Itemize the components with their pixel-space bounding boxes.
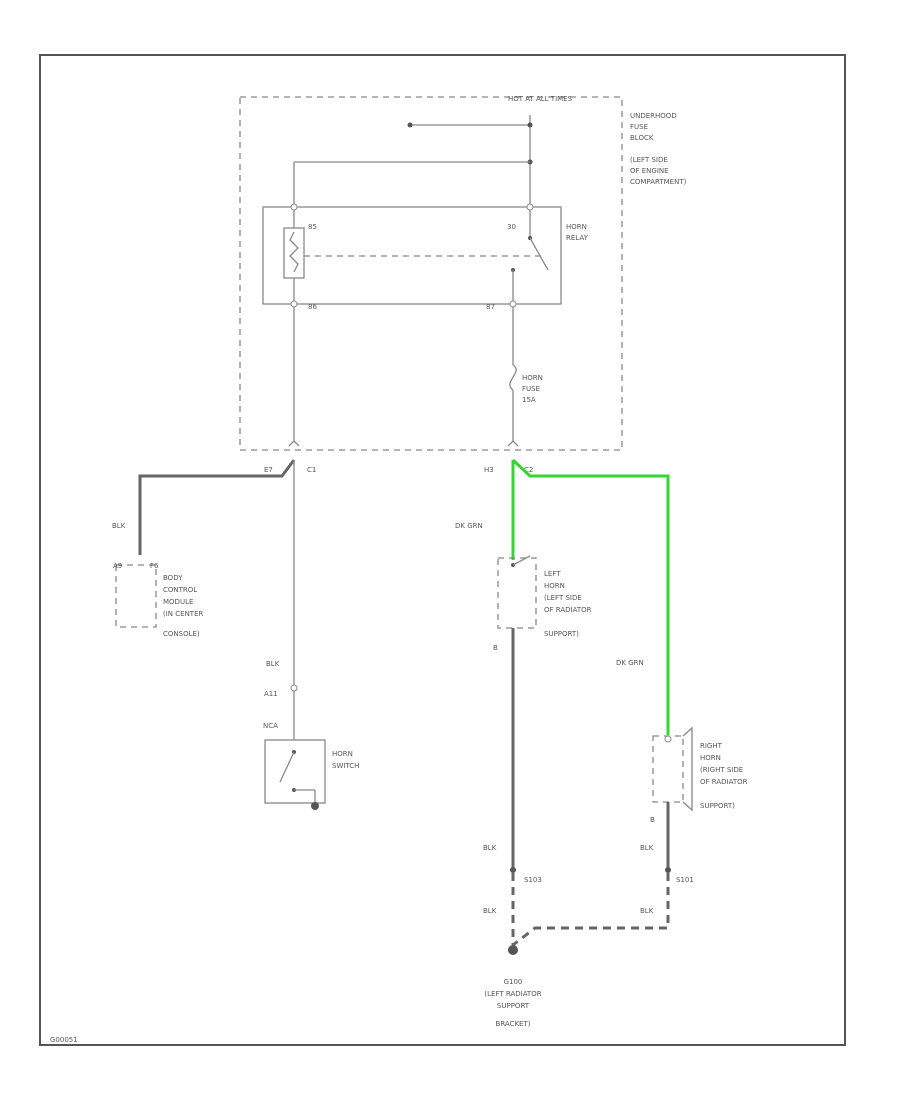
left-horn-label-line: (LEFT SIDE [544,594,582,602]
horn-relay: 85 30 86 87 HORN RELAY [262,203,589,311]
ground-g100: G100 (LEFT RADIATOR SUPPORT BRACKET) [484,945,542,1028]
figure-id: G00051 [50,1036,78,1044]
wire-color-blk-switch: BLK [266,660,280,668]
bcm-pin-f6: F6 [150,562,159,570]
horn-switch-label-line: HORN [332,750,353,758]
fuse-block-label-line: COMPARTMENT) [630,178,687,186]
body-control-module: A9 F6 BODY CONTROL MODULE (IN CENTER CON… [113,562,204,638]
fuse-label-line: HORN [522,374,543,382]
horn-switch-label-line: SWITCH [332,762,359,770]
right-horn-label-line: SUPPORT) [700,802,735,810]
bcm-label-line: (IN CENTER [163,610,204,618]
relay-pin-85: 85 [308,223,317,231]
right-horn-label-line: (RIGHT SIDE [700,766,743,774]
left-horn-label-line: HORN [544,582,565,590]
relay-pin-86: 86 [308,303,317,311]
power-bus [293,115,533,210]
left-horn-pin: B [493,644,498,652]
splices: S103 S101 BLK BLK [483,867,694,915]
dk-grn-wires: DK GRN DK GRN [455,458,670,735]
left-horn: LEFT HORN (LEFT SIDE OF RADIATOR SUPPORT… [493,555,592,868]
connector-c2: C2 [524,466,533,474]
right-horn: RIGHT HORN (RIGHT SIDE OF RADIATOR SUPPO… [650,726,748,868]
ground-wiring [511,873,670,947]
bcm-pin-a9: A9 [113,562,122,570]
wire-color-dk-grn-left: DK GRN [455,522,483,530]
bcm-label-line: BODY [163,574,183,582]
fuse-block-label-line: FUSE [630,123,648,131]
wire-color-blk-right-lower: BLK [640,907,654,915]
ground-label-line: BRACKET) [496,1020,531,1028]
relay-label-line: HORN [566,223,587,231]
relay-pin-87: 87 [486,303,495,311]
fuse-label-line: FUSE [522,385,540,393]
wire-color-blk-right-horn: BLK [640,844,654,852]
connector-h3: H3 [484,466,494,474]
right-horn-label-line: HORN [700,754,721,762]
wire-color-blk-bcm: BLK [112,522,126,530]
bcm-wire: BLK [112,459,296,685]
fuse-block-label: UNDERHOOD FUSE BLOCK (LEFT SIDE OF ENGIN… [630,112,687,186]
ground-label-line: SUPPORT [497,1002,530,1010]
bcm-label-line: CONTROL [163,586,197,594]
fuse-label-line: 15A [522,396,536,404]
bcm-label-line: CONSOLE) [163,630,200,638]
relay-label-line: RELAY [566,234,589,242]
bcm-label-line: MODULE [163,598,193,606]
horn-switch-connector-bottom: NCA [263,722,278,730]
horn-switch-connector-top: A11 [264,690,278,698]
fuse-block-connectors: E7 C1 H3 C2 [264,440,533,474]
left-horn-label-line: SUPPORT) [544,630,579,638]
fuse-block-label-line: UNDERHOOD [630,112,677,120]
diagram-frame [39,54,846,1046]
right-horn-label-line: RIGHT [700,742,723,750]
ground-label-line: (LEFT RADIATOR [484,990,541,998]
connector-e7: E7 [264,466,273,474]
wire-color-dk-grn-right: DK GRN [616,659,644,667]
relay-pin-30: 30 [507,223,516,231]
splice-left: S103 [524,876,542,884]
left-horn-label-line: OF RADIATOR [544,606,592,614]
ground-label-line: G100 [504,978,523,986]
horn-fuse: HORN FUSE 15A [509,364,543,442]
fuse-block-label-line: (LEFT SIDE [630,156,668,164]
wire-color-blk-left-horn: BLK [483,844,497,852]
horn-switch-circuit: BLK A11 NCA HORN SWITCH [263,660,359,810]
left-horn-label-line: LEFT [544,570,561,578]
fuse-block-label-line: OF ENGINE [630,167,669,175]
power-label: HOT AT ALL TIMES [508,95,573,103]
splice-right: S101 [676,876,694,884]
fuse-block-label-line: BLOCK [630,134,654,142]
connector-c1: C1 [307,466,316,474]
wire-color-blk-left-lower: BLK [483,907,497,915]
fuse-block-boundary [239,96,623,451]
right-horn-pin: B [650,816,655,824]
right-horn-label-line: OF RADIATOR [700,778,748,786]
